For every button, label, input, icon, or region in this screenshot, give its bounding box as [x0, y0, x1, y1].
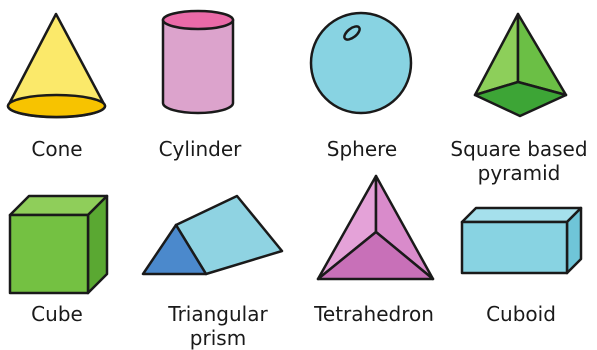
label-square-pyramid-line1: Square based — [442, 137, 596, 161]
label-tetrahedron-text: Tetrahedron — [314, 302, 434, 326]
cube-side-face — [88, 196, 107, 293]
cube-shape — [10, 196, 107, 293]
label-triangular-prism: Triangular prism — [158, 302, 278, 350]
sphere-shape — [311, 13, 411, 113]
cylinder-shape — [163, 11, 233, 113]
label-square-pyramid-line2: pyramid — [442, 161, 596, 185]
label-cylinder: Cylinder — [150, 137, 250, 161]
label-cube: Cube — [26, 302, 88, 326]
label-cone-text: Cone — [31, 137, 82, 161]
tetrahedron-shape — [318, 176, 433, 279]
cuboid-front-face — [462, 222, 567, 273]
cylinder-top — [163, 11, 233, 29]
cone-base — [8, 95, 105, 117]
label-sphere: Sphere — [322, 137, 402, 161]
sphere-body — [311, 13, 411, 113]
cube-front-face — [10, 215, 88, 293]
label-tetrahedron: Tetrahedron — [304, 302, 444, 326]
cylinder-body — [163, 20, 233, 113]
cuboid-top-face — [462, 208, 581, 222]
label-cuboid-text: Cuboid — [486, 302, 556, 326]
label-sphere-text: Sphere — [327, 137, 397, 161]
label-cube-text: Cube — [31, 302, 83, 326]
label-cuboid: Cuboid — [476, 302, 566, 326]
label-cone: Cone — [26, 137, 88, 161]
label-cylinder-text: Cylinder — [159, 137, 242, 161]
triangular-prism-shape — [143, 196, 282, 274]
cone-shape — [8, 14, 105, 117]
cuboid-shape — [462, 208, 581, 273]
label-square-pyramid: Square based pyramid — [442, 137, 596, 185]
label-triangular-prism-line1: Triangular — [158, 302, 278, 326]
label-triangular-prism-line2: prism — [158, 326, 278, 350]
square-pyramid-shape — [475, 14, 566, 116]
